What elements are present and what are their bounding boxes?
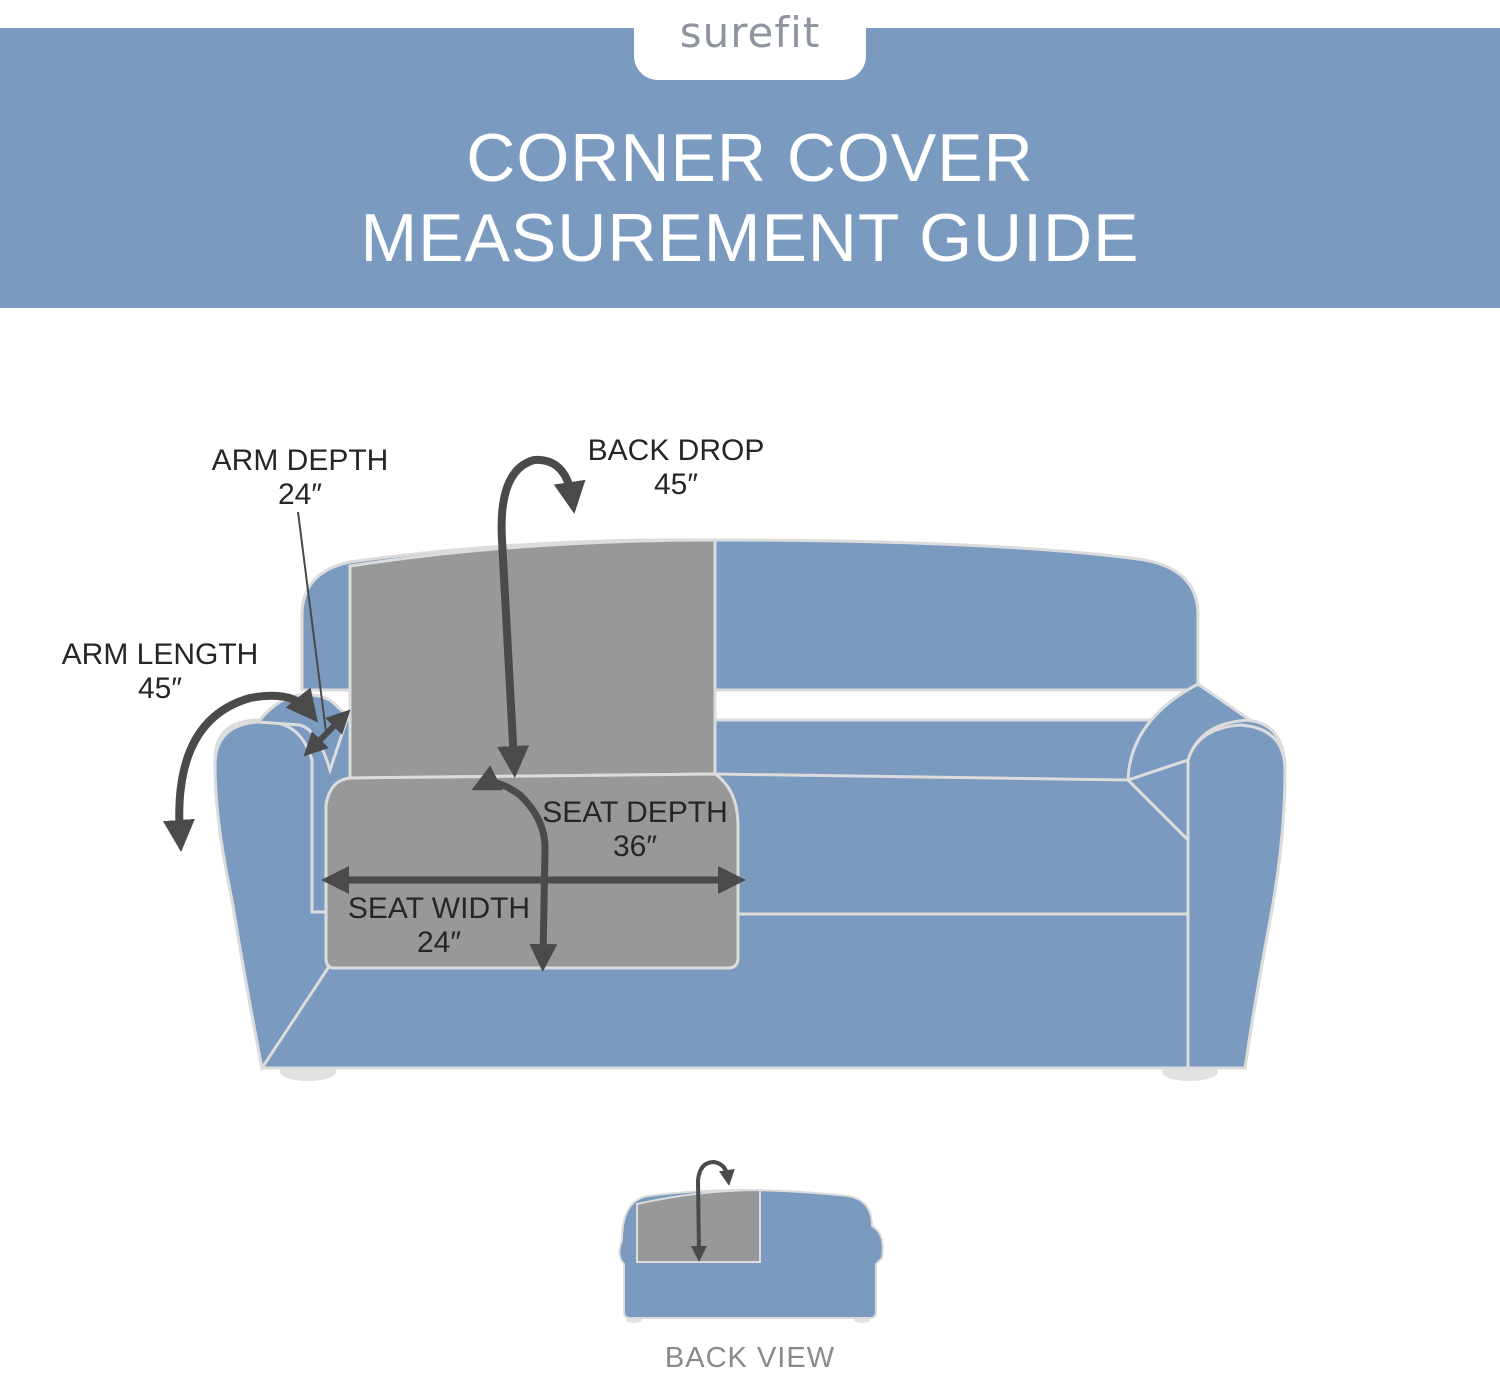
arm-length-title: ARM LENGTH [61,638,259,671]
seat-depth-value: 36″ [613,830,657,863]
seat-width-label: SEAT WIDTH 24″ [334,892,544,960]
sofa-seat-right [712,772,1190,916]
cover-back-panel [348,538,717,780]
arm-length-value: 45″ [138,672,182,705]
arm-depth-leader [297,511,327,733]
arm-length-arrow [162,687,319,852]
page-title-line2: MEASUREMENT GUIDE [360,200,1140,276]
arm-depth-arrow [303,709,351,757]
arm-depth-title: ARM DEPTH [211,444,389,477]
arm-length-label: ARM LENGTH 45″ [50,638,270,706]
seat-width-value: 24″ [417,926,461,959]
logo-tab: surefit [634,0,866,80]
sofa-arm-right [1186,723,1287,1070]
sofa-arm-right-top [1126,682,1255,783]
arm-depth-label: ARM DEPTH 24″ [200,444,400,512]
page-title-line1: CORNER COVER [466,120,1034,196]
back-view-arrow [690,1159,735,1262]
seat-width-title: SEAT WIDTH [347,892,531,925]
back-drop-arrow [497,455,586,778]
back-drop-value: 45″ [654,468,698,501]
back-view-label: BACK VIEW [664,1342,836,1374]
back-drop-title: BACK DROP [587,434,765,467]
back-view-thumbnail [618,1159,884,1323]
sofa-front-outline [312,910,1188,916]
seat-depth-label: SEAT DEPTH 36″ [530,796,740,864]
brand-logo: surefit [679,8,821,57]
back-drop-label: BACK DROP 45″ [576,434,776,502]
seat-depth-arrow [471,765,558,972]
seat-depth-title: SEAT DEPTH [542,796,728,829]
arm-depth-value: 24″ [278,478,322,511]
